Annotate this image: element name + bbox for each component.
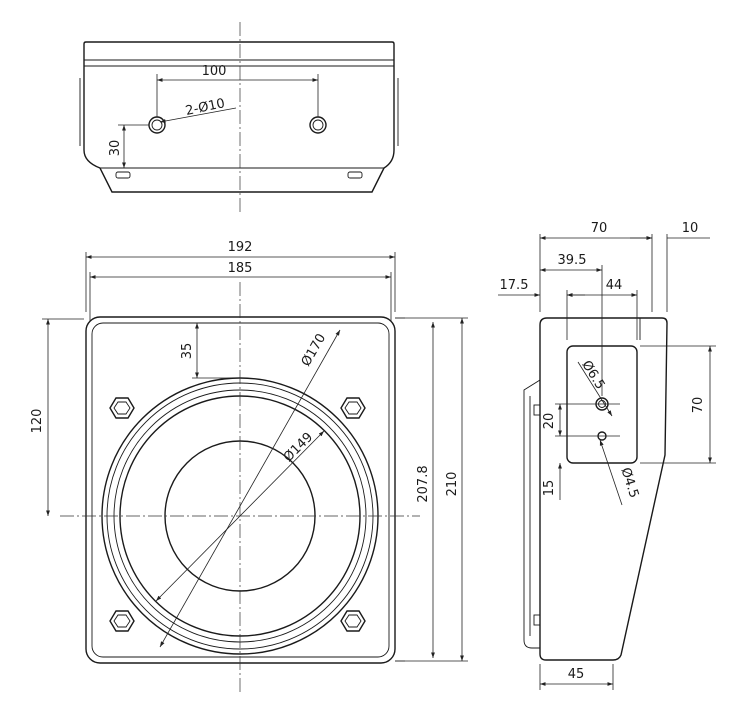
dim-hole-large-label: Ø6.5 <box>578 358 607 392</box>
dim-inner-width-label: 185 <box>228 261 253 276</box>
side-view-clip <box>533 404 541 416</box>
leader-line <box>577 361 613 417</box>
dim-height-outer-label: 210 <box>445 472 460 497</box>
side-view-clip <box>533 614 541 626</box>
ring-inner-diameter-line <box>155 430 325 602</box>
top-view-hole-left <box>148 116 166 134</box>
hex-bolt-bottom-right <box>340 610 366 632</box>
dim-hole-small-label: Ø4.5 <box>617 466 641 500</box>
hex-bolt-top-right <box>340 397 366 419</box>
dim-hole-callout-label: 2-Ø10 <box>184 96 226 119</box>
leader-line <box>159 107 237 123</box>
dim-ring-outer-label: Ø170 <box>299 331 330 369</box>
dim-front-offset-label: 17.5 <box>500 278 529 293</box>
hex-bolt-top-left <box>109 397 135 419</box>
dim-center-height-label: 120 <box>30 409 45 434</box>
dim-base-depth-label: 45 <box>568 667 585 682</box>
dim-lower-offset-label: 15 <box>542 480 557 497</box>
dim-hole-spacing-label: 100 <box>202 64 227 79</box>
dim-outer-width-label: 192 <box>228 240 253 255</box>
side-view: 70 10 39.5 44 17.5 70 20 15 Ø6.5 Ø4.5 45 <box>498 221 716 690</box>
dim-overall-depth-label: 70 <box>591 221 608 236</box>
dim-top-offset-label: 35 <box>180 343 195 360</box>
ring-outer-diameter-line <box>159 329 341 648</box>
side-view-body <box>539 317 668 661</box>
front-view-inner-edge <box>91 322 390 658</box>
dim-hole-spacing-label: 20 <box>542 413 557 430</box>
top-view: 100 2-Ø10 30 <box>79 22 399 212</box>
front-view-outer-body <box>85 316 396 664</box>
dim-top-lip-label: 10 <box>682 221 699 236</box>
front-view: 192 185 120 35 210 207.8 Ø170 Ø149 <box>30 240 468 692</box>
dim-hole-offset-label: 30 <box>108 140 123 157</box>
side-view-front-flange <box>523 379 541 649</box>
dim-height-inner-label: 207.8 <box>416 465 431 502</box>
top-view-body <box>83 41 395 193</box>
dim-window-height-label: 70 <box>691 397 706 414</box>
top-view-hole-right <box>309 116 327 134</box>
dim-window-width-label: 44 <box>606 278 623 293</box>
top-view-foot <box>115 171 131 179</box>
hex-bolt-bottom-left <box>109 610 135 632</box>
dim-hole-pos-label: 39.5 <box>558 253 587 268</box>
dim-ring-inner-label: Ø149 <box>281 430 316 465</box>
top-view-foot <box>347 171 363 179</box>
leader-line <box>599 439 623 506</box>
